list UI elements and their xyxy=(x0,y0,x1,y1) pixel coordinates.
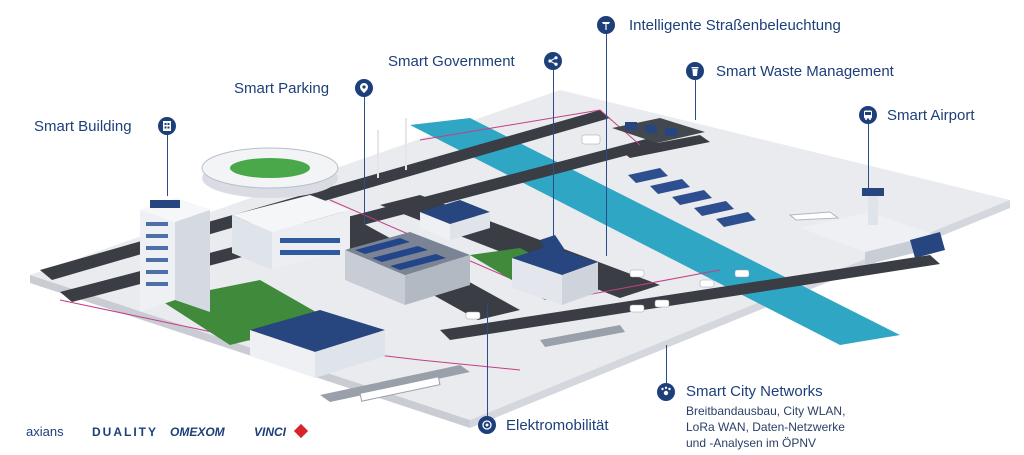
networks-line-1: Breitbandausbau, City WLAN, xyxy=(686,404,846,418)
bus-icon xyxy=(859,106,877,124)
connector-smart-parking xyxy=(364,97,365,225)
connector-elektromobilitaet xyxy=(487,305,488,417)
smart-building-tower xyxy=(140,198,210,312)
label-smart-government: Smart Government xyxy=(388,53,515,70)
solar-field xyxy=(628,168,756,227)
cars xyxy=(465,134,750,320)
logo-vinci: VINCI xyxy=(254,425,287,439)
connector-smart-building xyxy=(167,134,168,196)
stadium xyxy=(201,147,339,198)
label-smart-waste: Smart Waste Management xyxy=(716,63,894,80)
label-elektromobilitaet: Elektromobilität xyxy=(506,417,609,434)
label-smart-parking: Smart Parking xyxy=(234,80,330,97)
parking-pin-icon xyxy=(355,79,373,97)
school-building xyxy=(250,310,385,378)
waste-depot xyxy=(612,118,705,143)
airport xyxy=(788,188,945,265)
railway xyxy=(320,325,625,402)
small-buildings xyxy=(420,200,490,240)
networks-line-3: und -Analysen im ÖPNV xyxy=(686,436,817,450)
connector-street-lighting xyxy=(606,34,607,256)
parking-garage xyxy=(345,232,470,305)
logo-axians: axians xyxy=(26,424,64,439)
logo-duality: DUALITY xyxy=(92,425,158,439)
logo-omexom: OMEXOM xyxy=(170,425,225,439)
street-lamp-icon xyxy=(597,16,615,34)
network-icon xyxy=(657,383,675,401)
connector-smart-waste xyxy=(695,80,696,120)
connector-smart-airport xyxy=(868,124,869,192)
connector-smart-government xyxy=(553,70,554,240)
share-icon xyxy=(544,52,562,70)
building-icon xyxy=(158,117,176,135)
label-smart-city-networks: Smart City Networks xyxy=(686,383,823,400)
label-street-lighting: Intelligente Straßenbeleuchtung xyxy=(629,17,841,34)
label-smart-building: Smart Building xyxy=(34,118,132,135)
networks-line-2: LoRa WAN, Daten-Netzwerke xyxy=(686,420,845,434)
label-smart-airport: Smart Airport xyxy=(887,107,975,124)
connector-smart-city-networks xyxy=(666,345,667,383)
office-block xyxy=(232,195,350,270)
ev-charging-icon xyxy=(478,416,496,434)
town-hall xyxy=(512,235,598,305)
trash-icon xyxy=(686,62,704,80)
